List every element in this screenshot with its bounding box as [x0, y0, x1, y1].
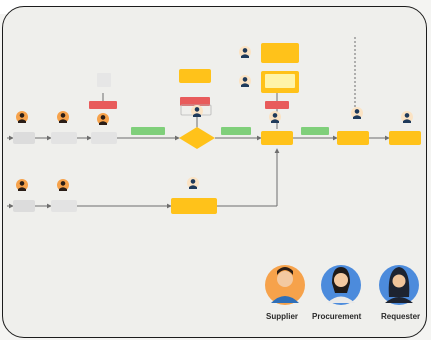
rejection-label-2: [180, 97, 210, 106]
decision-node-1: [179, 127, 215, 149]
legend-procurement-label: Procurement: [312, 312, 362, 321]
procurement-avatar: [321, 265, 361, 305]
process-node-row2-1: [13, 200, 35, 212]
legend-supplier-label: Supplier: [266, 312, 299, 321]
diagram-frame: Supplier Procurement Requester: [2, 6, 427, 338]
requester-avatar: [379, 265, 419, 305]
condition-label-1: [131, 127, 165, 135]
process-node-yellow-2: [337, 131, 369, 145]
person-icon: [16, 46, 413, 191]
rejection-label-1: [89, 101, 117, 109]
connector-lines-row-2: [7, 148, 280, 209]
process-node-row1-2: [51, 132, 77, 144]
supplier-avatar: [265, 265, 305, 305]
connector-lines-row-1: [7, 37, 390, 141]
upper-node-yellow-1: [179, 69, 211, 83]
condition-label-2: [221, 127, 251, 135]
process-flow-diagram: [7, 37, 421, 305]
process-node-row2-2: [51, 200, 77, 212]
condition-label-3: [301, 127, 329, 135]
process-node-yellow-1: [261, 131, 293, 145]
rejection-label-3: [265, 101, 289, 109]
process-node-row1-3: [91, 132, 117, 144]
process-node-yellow-end: [389, 131, 421, 145]
process-node-row1-1: [13, 132, 35, 144]
process-node-row2-yellow: [171, 198, 217, 214]
note-node: [97, 73, 111, 87]
upper-node-yellow-3-inner: [265, 74, 295, 88]
legend-requester-label: Requester: [381, 312, 421, 321]
upper-node-yellow-2: [261, 43, 299, 63]
